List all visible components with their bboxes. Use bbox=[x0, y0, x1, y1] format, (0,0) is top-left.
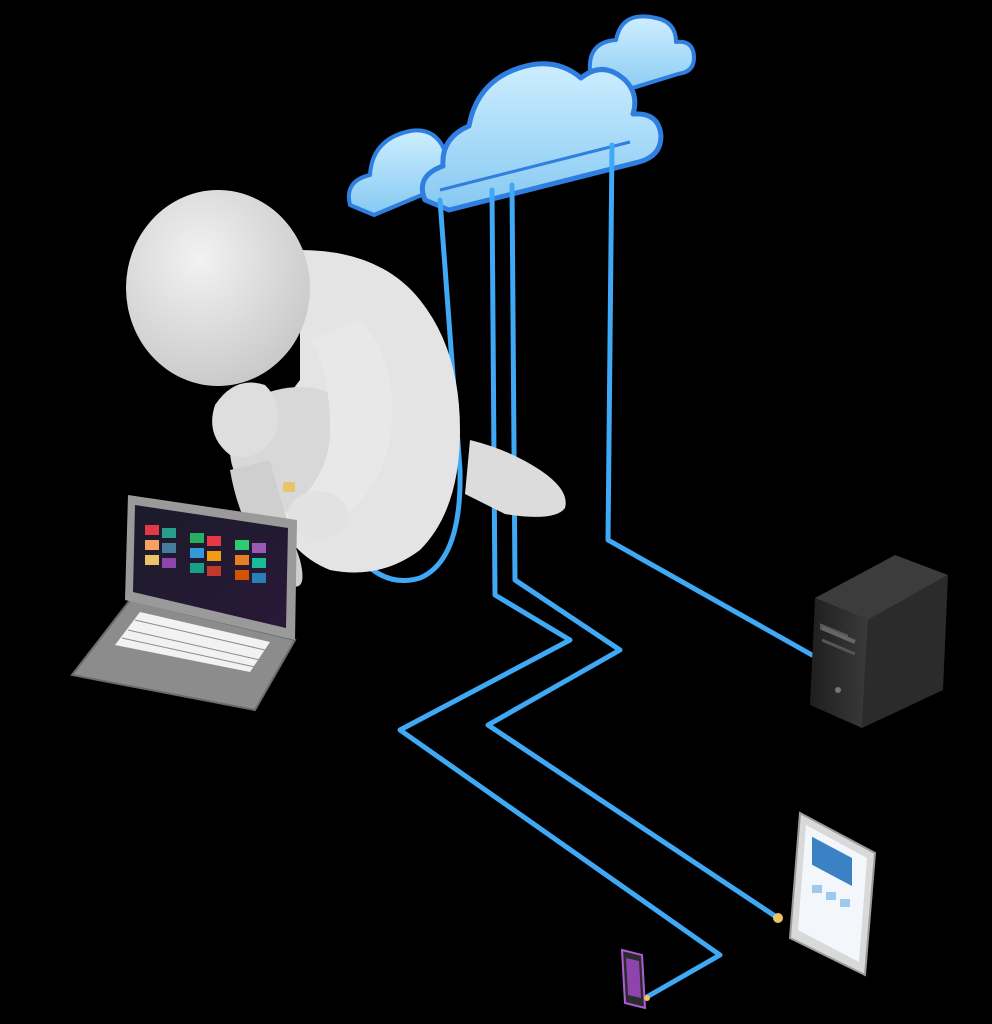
tablet-icon bbox=[788, 811, 877, 977]
cable-to-tower bbox=[605, 142, 815, 658]
cloud-icon bbox=[419, 61, 664, 213]
cable-connector-icon bbox=[773, 913, 783, 923]
cable-to-tablet bbox=[485, 182, 781, 921]
laptop-icon bbox=[70, 495, 297, 712]
cable-connector-icon bbox=[283, 482, 295, 492]
desktop-tower-icon bbox=[810, 555, 948, 728]
smartphone-icon bbox=[620, 948, 650, 1010]
cable-to-phone bbox=[397, 187, 723, 1001]
